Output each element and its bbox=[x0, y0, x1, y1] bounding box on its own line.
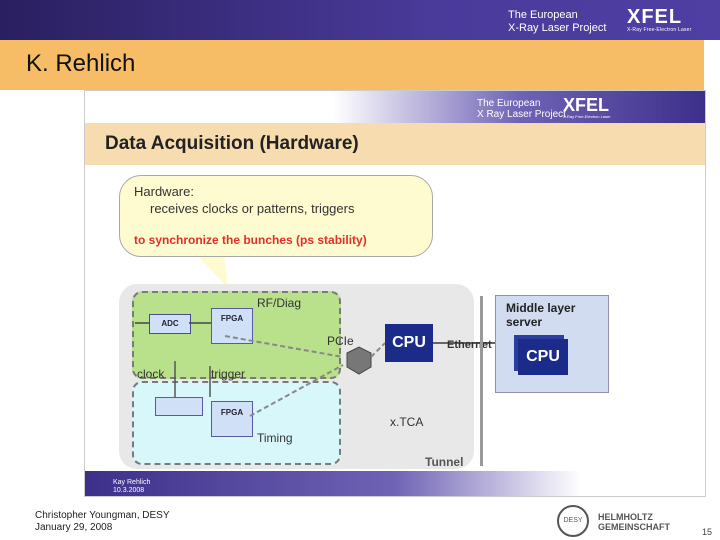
embedded-org-text: The European X Ray Laser Project bbox=[477, 98, 566, 120]
footer-author: Christopher Youngman, DESY bbox=[35, 510, 170, 521]
page-number: 15 bbox=[702, 527, 713, 537]
xtca-label: x.TCA bbox=[390, 415, 424, 429]
xfel-logo: XFEL bbox=[627, 6, 683, 28]
connection-lines bbox=[135, 322, 495, 417]
embedded-footer-line-2: 10.3.2008 bbox=[113, 487, 145, 494]
embedded-org-line-2: X Ray Laser Project bbox=[477, 109, 566, 120]
xfel-logo-subtitle: X-Ray Free-Electron Laser bbox=[627, 27, 692, 33]
org-line-1: The European bbox=[508, 9, 578, 21]
server-cpu-box: CPU bbox=[518, 339, 568, 375]
trigger-label: trigger bbox=[211, 367, 246, 381]
callout-line-2: receives clocks or patterns, triggers bbox=[150, 201, 355, 216]
tunnel-label: Tunnel bbox=[425, 455, 464, 469]
pcie-line-cpu bbox=[370, 342, 386, 358]
clock-label: clock bbox=[137, 367, 165, 381]
embedded-footer bbox=[85, 471, 705, 496]
embedded-title-band bbox=[85, 123, 705, 165]
top-banner bbox=[0, 0, 720, 40]
title-band bbox=[0, 40, 704, 90]
pcie-switch-hex bbox=[346, 346, 372, 375]
ethernet-label: Ethernet bbox=[447, 339, 492, 351]
pcie-line-bottom bbox=[249, 364, 344, 417]
timing-label: Timing bbox=[257, 431, 293, 445]
slide-footer: Christopher Youngman, DESY January 29, 2… bbox=[35, 510, 170, 534]
fpga-bottom-box: FPGA bbox=[211, 401, 253, 437]
embedded-footer-text: Kay Rehlich 10.3.2008 bbox=[113, 479, 150, 495]
top-org-text: The European X-Ray Laser Project bbox=[508, 9, 606, 35]
timing-module-box bbox=[155, 397, 203, 416]
embedded-org-line-1: The European bbox=[477, 98, 541, 109]
desy-logo: DESY bbox=[557, 505, 589, 537]
helmholtz-line-1: HELMHOLTZ bbox=[598, 512, 653, 522]
callout-bubble: Hardware: receives clocks or patterns, t… bbox=[119, 175, 433, 257]
middle-layer-label: Middle layer server bbox=[506, 301, 576, 329]
callout-line-1: Hardware: bbox=[134, 184, 194, 199]
rfdiag-label: RF/Diag bbox=[257, 296, 302, 310]
embedded-title: Data Acquisition (Hardware) bbox=[105, 133, 359, 154]
adc-box: ADC bbox=[149, 314, 191, 334]
helmholtz-logo: HELMHOLTZ GEMEINSCHAFT bbox=[598, 512, 670, 532]
footer-date: January 29, 2008 bbox=[35, 522, 113, 533]
cpu-box: CPU bbox=[385, 324, 433, 362]
ethernet-divider bbox=[480, 296, 483, 466]
embedded-slide: The European X Ray Laser Project XFEL X-… bbox=[84, 90, 706, 497]
org-line-2: X-Ray Laser Project bbox=[508, 22, 607, 34]
helmholtz-line-2: GEMEINSCHAFT bbox=[598, 522, 670, 532]
embedded-header bbox=[85, 91, 705, 123]
fpga-top-box: FPGA bbox=[211, 308, 253, 344]
embedded-xfel-subtitle: X-Ray Free-Electron Laser bbox=[563, 114, 611, 119]
embedded-footer-line-1: Kay Rehlich bbox=[113, 479, 151, 486]
callout-line-3: to synchronize the bunches (ps stability… bbox=[134, 233, 367, 247]
slide-title: K. Rehlich bbox=[26, 50, 136, 77]
pcie-label: PCIe bbox=[327, 334, 354, 348]
embedded-xfel-logo: XFEL bbox=[563, 95, 610, 115]
pcie-line-top bbox=[224, 335, 344, 358]
